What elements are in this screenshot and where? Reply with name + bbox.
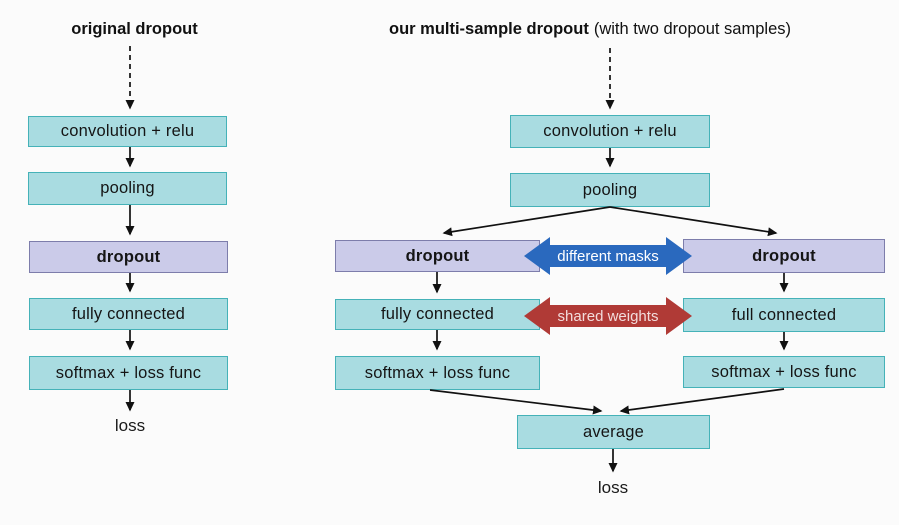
left-diagram-title: original dropout bbox=[71, 20, 198, 38]
right-title-bold: our multi-sample dropout bbox=[388, 20, 589, 38]
branch1-box-softmax-loss: softmax + loss func bbox=[335, 356, 540, 390]
right-box-average: average bbox=[517, 415, 710, 449]
left-box-pooling: pooling bbox=[28, 172, 227, 205]
branch1-box-fully-connected: fully connected bbox=[335, 299, 540, 330]
split-arrow-to-right-dropout bbox=[609, 206, 778, 237]
merge-arrow-right-to-average bbox=[619, 388, 785, 415]
branch2-box-softmax-loss: softmax + loss func bbox=[683, 356, 885, 388]
right-box-convolution-relu: convolution + relu bbox=[510, 115, 710, 148]
left-box-convolution-relu: convolution + relu bbox=[28, 116, 227, 147]
shared-weights-label: shared weights bbox=[557, 307, 659, 325]
branch2-box-dropout: dropout bbox=[683, 239, 885, 273]
right-loss-label: loss bbox=[597, 478, 629, 497]
left-box-fully-connected: fully connected bbox=[29, 298, 228, 330]
right-box-pooling: pooling bbox=[510, 173, 710, 207]
branch2-box-full-connected: full connected bbox=[683, 298, 885, 332]
right-title-suffix: (with two dropout samples) bbox=[593, 20, 791, 38]
different-masks-label: different masks bbox=[557, 247, 659, 265]
split-arrow-to-left-dropout bbox=[442, 206, 611, 237]
left-loss-label: loss bbox=[114, 416, 146, 435]
left-box-softmax-loss: softmax + loss func bbox=[29, 356, 228, 390]
left-box-dropout: dropout bbox=[29, 241, 228, 273]
merge-arrow-left-to-average bbox=[429, 389, 603, 415]
right-diagram-title: our multi-sample dropout(with two dropou… bbox=[360, 20, 820, 39]
branch1-box-dropout: dropout bbox=[335, 240, 540, 272]
